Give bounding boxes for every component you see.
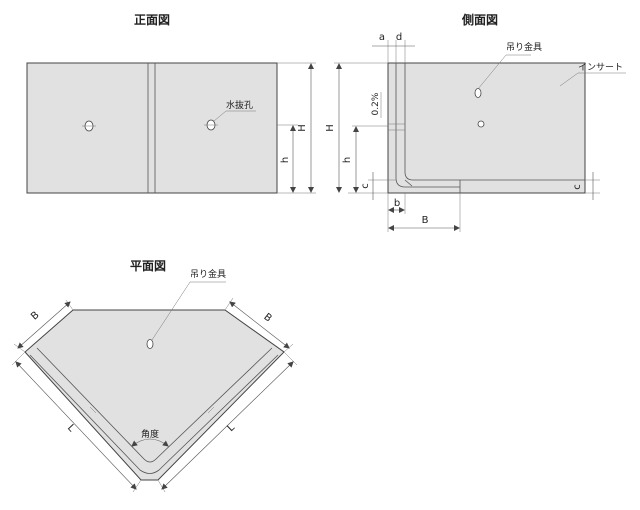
drain-hole-right (204, 119, 218, 131)
front-view-title: 正面図 (134, 13, 170, 27)
side-H-label: H (325, 124, 336, 132)
plan-L-right-dimension (161, 361, 294, 490)
plan-B-right-dimension (229, 301, 290, 349)
drain-hole-leader (213, 110, 256, 122)
insert-label: インサート (578, 62, 623, 73)
drain-hole-label: 水抜孔 (226, 99, 253, 111)
side-lifting-leader (477, 54, 531, 90)
side-h-label: h (342, 157, 353, 163)
angle-label: 角度 (141, 428, 159, 440)
dim-d-label: d (396, 32, 402, 43)
side-view-title: 側面図 (461, 12, 498, 27)
plan-view-title: 平面図 (130, 259, 166, 273)
front-panel (26, 62, 278, 194)
front-h-label: h (280, 157, 291, 163)
dim-c-right-label: c (572, 184, 583, 190)
side-view: 側面図 0.2% 吊り金具 インサート a d H (325, 12, 626, 232)
plan-view: 平面図 吊り金具 角度 B B L L (11, 259, 298, 493)
dim-a-label: a (379, 32, 385, 43)
plan-L-left-dimension (15, 361, 137, 490)
side-body (387, 62, 586, 194)
slope-label: 0.2% (371, 92, 381, 115)
side-lifting-label: 吊り金具 (506, 41, 542, 53)
plan-lifting-leader (151, 281, 226, 341)
plan-lifting-label: 吊り金具 (190, 268, 226, 280)
side-lifting-fitting (474, 88, 482, 98)
plan-lifting-fitting (146, 339, 154, 349)
side-outer-wall (395, 63, 460, 188)
plan-body (24, 309, 285, 481)
dim-b-label: b (394, 198, 400, 209)
drain-hole-left (82, 120, 96, 132)
plan-L-right-label: L (225, 422, 237, 434)
front-view: 正面図 水抜孔 H h (26, 13, 316, 194)
insert-leader (559, 72, 626, 87)
front-H-label: H (297, 124, 308, 132)
plan-B-left-dimension (17, 301, 71, 349)
plan-outer-channel (29, 354, 279, 474)
plan-B-left-label: B (29, 310, 42, 323)
side-inner-wall (404, 63, 585, 181)
dim-B-label: B (422, 215, 429, 226)
side-insert (477, 120, 485, 128)
plan-B-right-label: B (261, 312, 273, 325)
plan-inner-channel (36, 347, 273, 463)
plan-L-left-label: L (65, 423, 77, 435)
dim-c-left-label: c (360, 183, 371, 189)
